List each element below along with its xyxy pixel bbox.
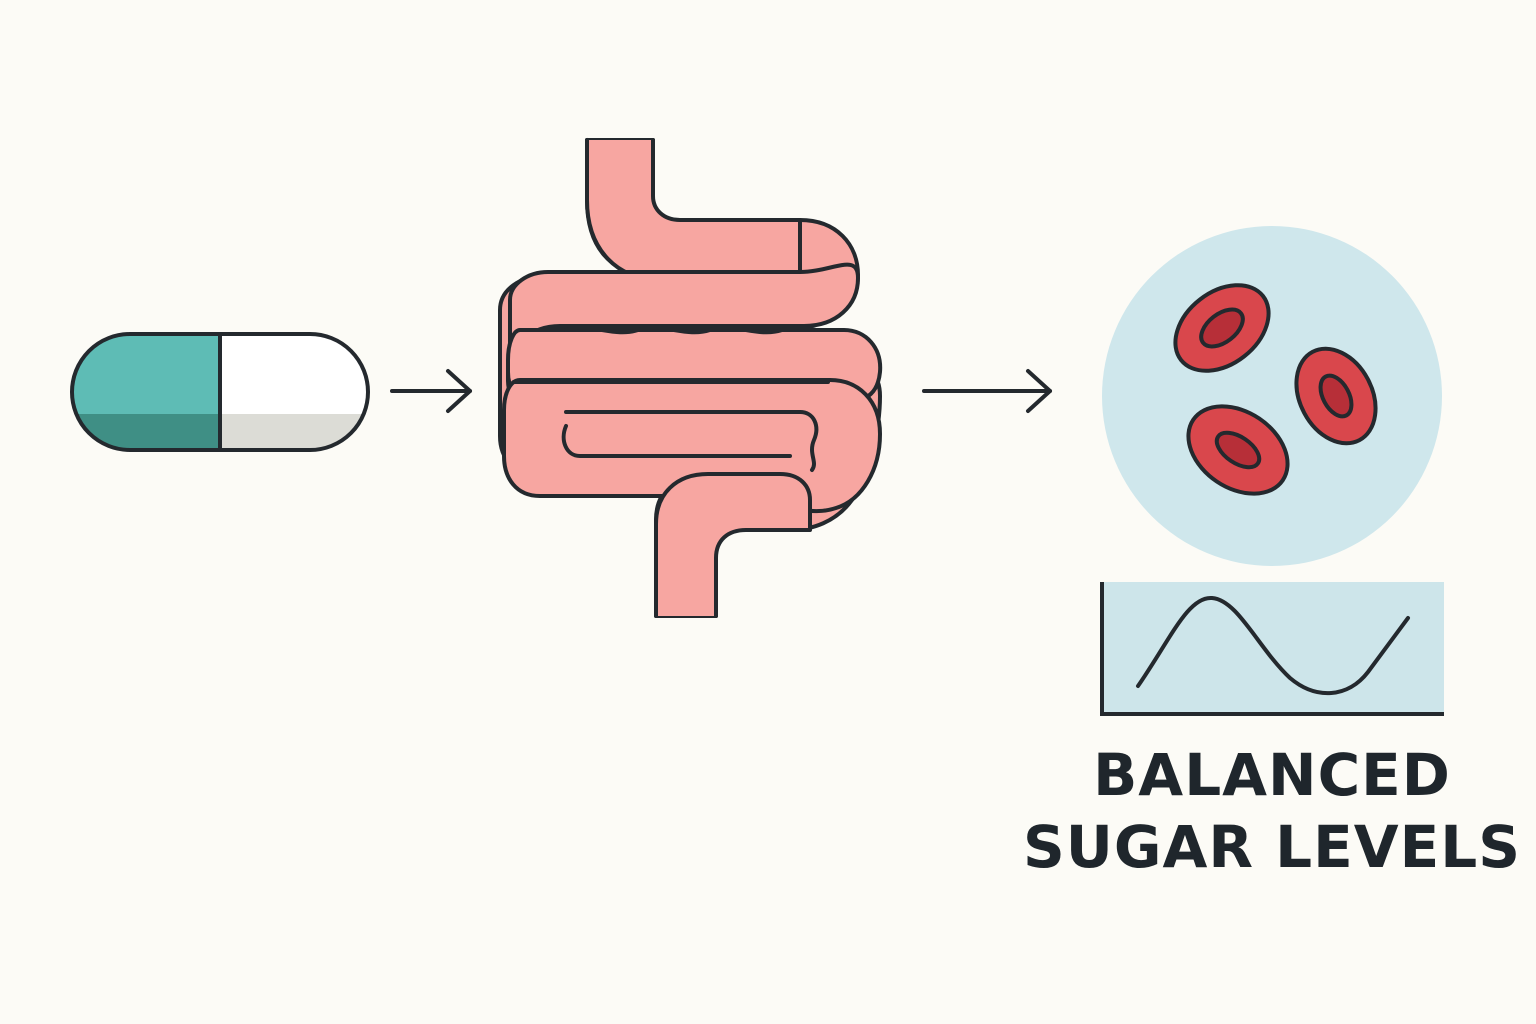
red-blood-cell (1294, 346, 1378, 446)
glucose-wave-chart-icon (1100, 582, 1444, 716)
capsule-icon (70, 332, 370, 452)
red-blood-cell (1173, 283, 1271, 373)
red-blood-cell (1186, 404, 1290, 496)
caption-line-1: BALANCED (1093, 741, 1451, 809)
intestine-loops (502, 138, 883, 618)
arrow-right-icon (390, 369, 472, 413)
arrow-right-icon (922, 369, 1052, 413)
blood-cells-icon (1102, 226, 1442, 566)
caption-line-2: SUGAR LEVELS (1022, 813, 1522, 881)
